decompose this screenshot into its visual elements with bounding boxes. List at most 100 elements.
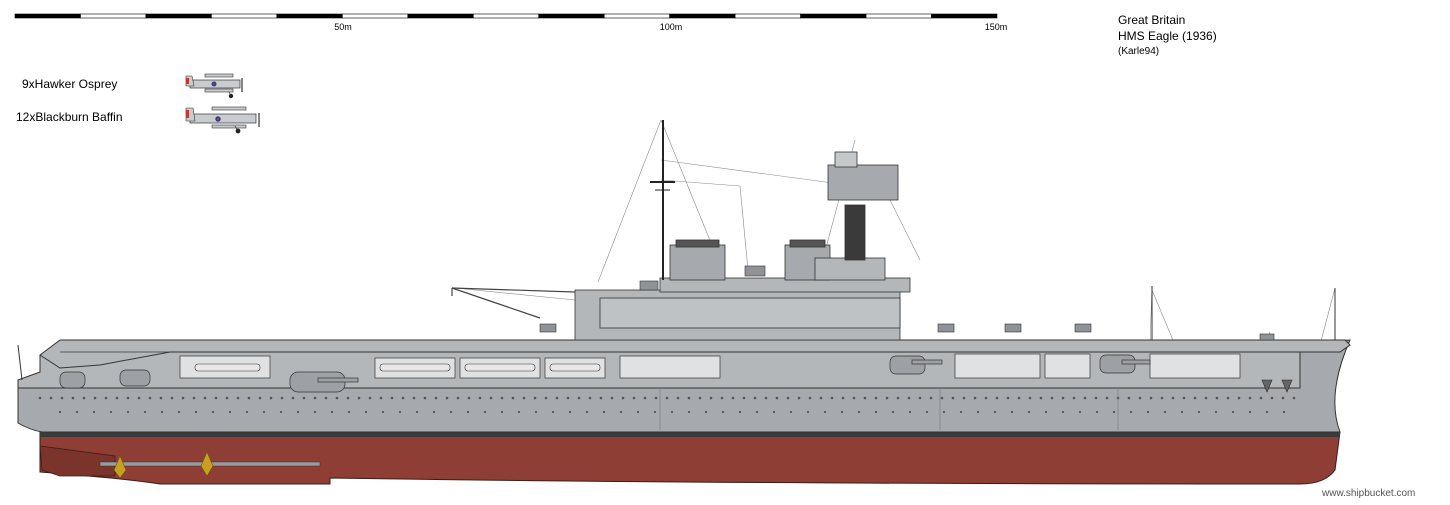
porthole — [177, 410, 181, 414]
porthole — [296, 410, 300, 414]
porthole — [704, 410, 708, 414]
porthole — [907, 396, 911, 400]
lower-hull — [39, 431, 1341, 485]
porthole — [434, 396, 438, 400]
boot-topping-stripe — [40, 431, 1340, 437]
porthole — [1281, 396, 1285, 400]
porthole — [398, 410, 402, 414]
porthole — [1193, 396, 1197, 400]
main-hull — [17, 339, 1351, 433]
porthole — [330, 410, 334, 414]
porthole — [738, 410, 742, 414]
porthole — [885, 396, 889, 400]
forward-funnel — [669, 244, 726, 281]
porthole — [654, 396, 658, 400]
porthole — [1259, 396, 1263, 400]
porthole — [170, 396, 174, 400]
porthole — [896, 396, 900, 400]
porthole — [258, 396, 262, 400]
porthole — [456, 396, 460, 400]
porthole — [775, 396, 779, 400]
porthole — [313, 396, 317, 400]
porthole — [449, 410, 453, 414]
ship-title: HMS Eagle (1936) — [1118, 29, 1217, 43]
porthole — [786, 396, 790, 400]
porthole — [1248, 410, 1252, 414]
porthole — [568, 410, 572, 414]
scale-segment — [931, 13, 998, 19]
porthole — [621, 396, 625, 400]
porthole — [665, 396, 669, 400]
porthole — [1231, 410, 1235, 414]
porthole — [280, 396, 284, 400]
porthole — [874, 410, 878, 414]
scale-bar — [14, 13, 998, 19]
porthole — [1171, 396, 1175, 400]
porthole — [423, 396, 427, 400]
porthole — [445, 396, 449, 400]
porthole — [973, 396, 977, 400]
porthole — [852, 396, 856, 400]
porthole — [1237, 396, 1241, 400]
porthole — [313, 410, 317, 414]
porthole — [721, 410, 725, 414]
porthole — [335, 396, 339, 400]
porthole — [137, 396, 141, 400]
porthole — [126, 396, 130, 400]
porthole — [390, 396, 394, 400]
porthole — [1197, 410, 1201, 414]
porthole — [211, 410, 215, 414]
porthole — [1282, 410, 1286, 414]
scale-label-100m: 100m — [659, 22, 683, 32]
porthole — [160, 410, 164, 414]
porthole — [357, 396, 361, 400]
porthole — [1129, 410, 1133, 414]
porthole — [687, 410, 691, 414]
porthole — [599, 396, 603, 400]
porthole — [551, 410, 555, 414]
porthole — [148, 396, 152, 400]
porthole — [709, 396, 713, 400]
porthole — [126, 410, 130, 414]
porthole — [636, 410, 640, 414]
porthole — [1248, 396, 1252, 400]
porthole — [670, 410, 674, 414]
porthole — [789, 410, 793, 414]
scale-label-50m: 50m — [334, 22, 352, 32]
scale-label-150m: 150m — [984, 22, 1008, 32]
porthole — [269, 396, 273, 400]
porthole — [632, 396, 636, 400]
island-superstructure — [574, 151, 911, 341]
tripod-mast — [650, 120, 675, 280]
porthole — [1146, 410, 1150, 414]
porthole — [753, 396, 757, 400]
porthole — [942, 410, 946, 414]
porthole — [808, 396, 812, 400]
porthole — [71, 396, 75, 400]
porthole — [49, 396, 53, 400]
porthole — [698, 396, 702, 400]
porthole — [347, 410, 351, 414]
porthole — [291, 396, 295, 400]
shipbucket-watermark: www.shipbucket.com — [1322, 488, 1416, 499]
porthole — [203, 396, 207, 400]
porthole — [194, 410, 198, 414]
porthole — [432, 410, 436, 414]
porthole — [346, 396, 350, 400]
porthole — [588, 396, 592, 400]
porthole — [653, 410, 657, 414]
porthole — [517, 410, 521, 414]
porthole — [993, 410, 997, 414]
porthole — [830, 396, 834, 400]
porthole — [1050, 396, 1054, 400]
porthole — [104, 396, 108, 400]
porthole — [60, 396, 64, 400]
porthole — [797, 396, 801, 400]
porthole — [841, 396, 845, 400]
porthole — [483, 410, 487, 414]
porthole — [962, 396, 966, 400]
porthole — [1160, 396, 1164, 400]
porthole — [755, 410, 759, 414]
porthole — [522, 396, 526, 400]
porthole — [181, 396, 185, 400]
